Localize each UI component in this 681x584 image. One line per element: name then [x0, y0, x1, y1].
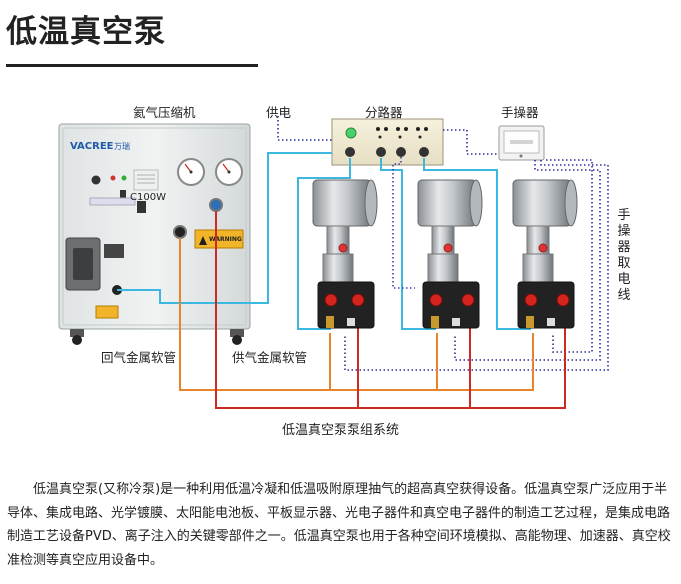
handset-controller [498, 125, 545, 161]
warning-label: WARNING [209, 236, 242, 243]
label-supply-hose: 供气金属软管 [232, 350, 308, 365]
handset-power-line [454, 160, 601, 361]
wheel-icon [232, 335, 242, 345]
splitter-box [331, 118, 444, 166]
handset-link-line [443, 129, 499, 155]
pressure-gauge-icon [215, 158, 243, 186]
label-handset-cable: 手操器取电线 [617, 208, 631, 303]
pump2-power-line [380, 158, 436, 330]
compressor-power-line [267, 152, 332, 280]
diagram-caption: 低温真空泵泵组系统 [281, 423, 399, 438]
helium-compressor: VACREE 万瑞 C100W WARNING [58, 123, 251, 345]
model-label: C100W [130, 192, 166, 203]
supply-port [209, 198, 223, 212]
supply-hose-line [215, 211, 359, 409]
label-splitter: 分路器 [365, 105, 403, 120]
cryopump-1 [312, 179, 378, 329]
description-paragraph: 低温真空泵(又称冷泵)是一种利用低温冷凝和低温吸附原理抽气的超高真空获得设备。低… [7, 482, 671, 568]
page-title: 低温真空泵 [6, 14, 166, 50]
power-feed-line [277, 116, 332, 141]
control-line [392, 157, 415, 289]
pressure-gauge-icon [177, 158, 205, 186]
pump3-power-line [423, 158, 531, 330]
return-hose-line [179, 238, 331, 391]
label-return-hose: 回气金属软管 [101, 350, 177, 365]
cryopump-system-diagram: VACREE 万瑞 C100W WARNING [58, 116, 609, 409]
wheel-icon [72, 335, 82, 345]
brand-logo: VACREE [70, 141, 114, 152]
brand-logo-cn: 万瑞 [114, 141, 130, 151]
cryopump-3 [512, 179, 578, 329]
title-underline [6, 64, 258, 67]
label-power: 供电 [266, 105, 292, 120]
label-compressor: 氦气压缩机 [133, 105, 196, 120]
cryopump-2 [417, 179, 483, 329]
return-port [173, 225, 187, 239]
label-handset: 手操器 [501, 105, 539, 120]
pump1-power-line [297, 158, 351, 330]
